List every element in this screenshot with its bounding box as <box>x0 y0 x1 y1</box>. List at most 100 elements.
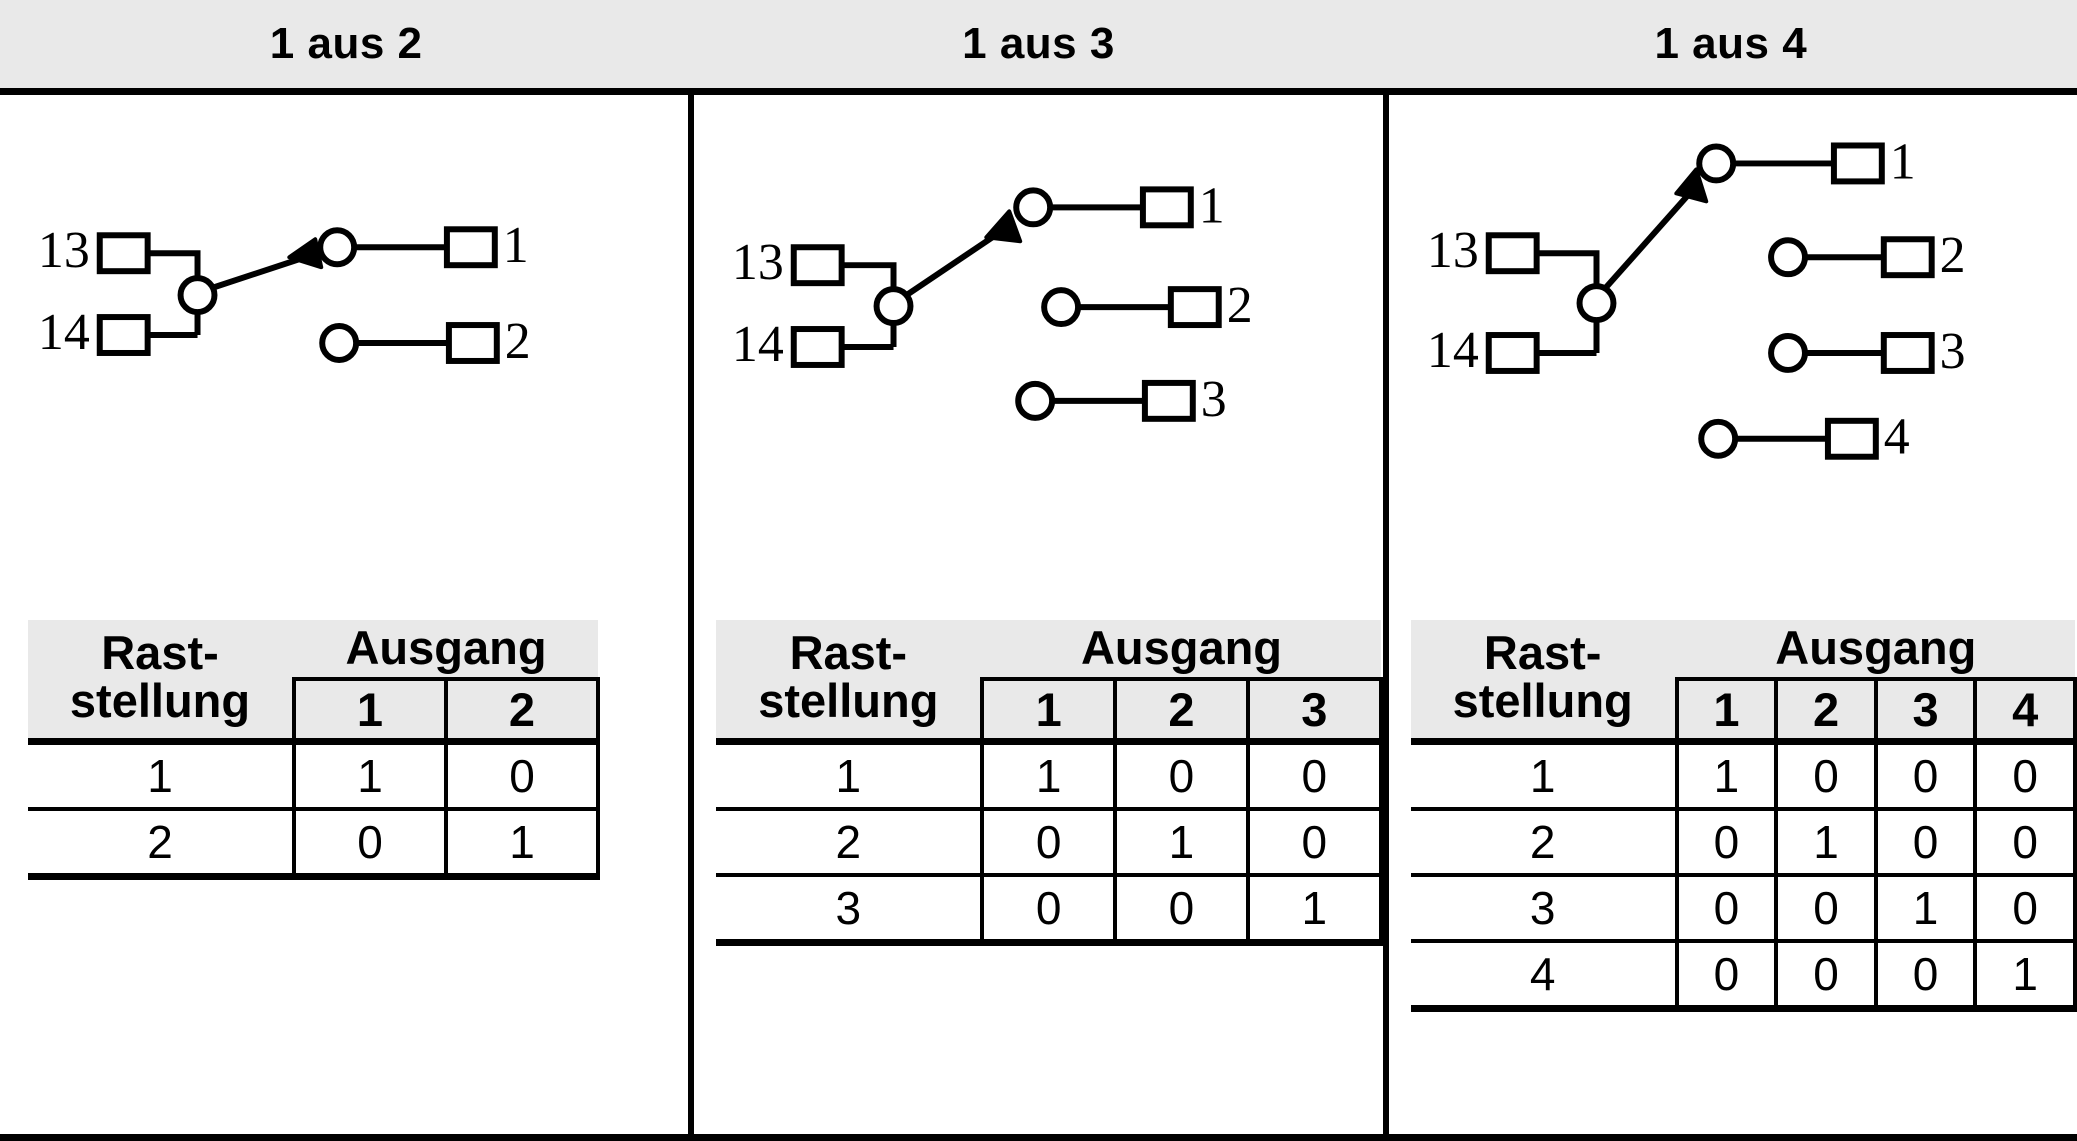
page-title-1: 1 aus 2 <box>269 19 423 68</box>
truth-table-1-aus-3: Rast- stellung Ausgang 1 2 3 1 1 0 0 <box>716 620 1383 946</box>
cell-output-1: 0 <box>980 872 1116 946</box>
output-square-1 <box>443 226 498 269</box>
truth-table-1-aus-4: Rast- stellung Ausgang 1 2 3 4 1 1 0 0 0 <box>1410 620 2077 1012</box>
table-header-row-columns: 1 2 3 4 <box>1411 677 2077 741</box>
output-label-1: 1 <box>503 217 529 274</box>
table-row: 2 0 1 0 0 <box>1410 806 2077 875</box>
row-header-line2: stellung <box>69 673 251 727</box>
output-contact-circle-3 <box>1015 380 1056 421</box>
panel-titles-band: 1 aus 2 1 aus 3 1 aus 4 <box>0 0 2077 88</box>
schematic-1-aus-3: 13 14 1 2 3 <box>694 95 1382 595</box>
cell-output-2: 0 <box>1774 938 1876 1012</box>
terminal-square-14 <box>96 314 151 356</box>
schematic-1-aus-2: 13 14 1 2 <box>0 95 688 595</box>
terminal-square-13 <box>96 232 151 275</box>
cell-position: 2 <box>28 806 294 880</box>
cell-output-4: 0 <box>1973 737 2077 809</box>
output-contact-circle-1 <box>1695 143 1736 184</box>
output-square-3 <box>1142 379 1197 422</box>
output-square-1 <box>1140 186 1195 229</box>
column-header-3: 3 <box>1873 677 1976 741</box>
page-title-2: 1 aus 3 <box>962 19 1115 68</box>
cell-position: 1 <box>28 737 294 809</box>
column-header-1: 1 <box>1674 677 1777 741</box>
output-contact-circle-2 <box>1041 287 1082 328</box>
table-header-row-top: Rast- stellung Ausgang <box>1410 620 2075 741</box>
column-header-1: 1 <box>980 677 1116 741</box>
row-header-line1: Rast- <box>1483 625 1602 679</box>
output-contact-circle-1 <box>317 227 358 268</box>
arrow-wiper-icon <box>984 209 1023 244</box>
cell-output-1: 0 <box>1674 938 1777 1012</box>
cell-output-2: 0 <box>1113 872 1248 946</box>
cell-output-2: 0 <box>1113 737 1248 809</box>
cell-output-2: 0 <box>444 737 600 809</box>
cell-output-1: 0 <box>292 806 446 880</box>
cell-position: 2 <box>716 806 983 875</box>
table-row: 2 0 1 <box>28 806 600 880</box>
group-header-ausgang: Ausgang <box>294 620 598 679</box>
cell-output-2: 1 <box>1774 806 1876 875</box>
column-header-2: 2 <box>444 677 600 741</box>
cell-output-2: 1 <box>1113 806 1248 875</box>
output-contact-circle-1 <box>1013 187 1054 228</box>
cell-output-4: 0 <box>1973 872 2077 941</box>
cell-output-1: 0 <box>980 806 1116 875</box>
truth-table-wrap-3: Rast- stellung Ausgang 1 2 3 4 1 1 0 0 0 <box>1410 620 2077 1012</box>
input-label-14: 14 <box>1427 322 1479 379</box>
group-header-ausgang: Ausgang <box>1676 620 2075 679</box>
header-divider-rule <box>0 88 2077 95</box>
input-label-14: 14 <box>38 304 90 361</box>
terminal-square-14 <box>791 326 845 368</box>
input-label-13: 13 <box>1427 222 1479 279</box>
row-header-raststellung: Rast- stellung <box>28 620 294 741</box>
cell-position: 3 <box>716 872 983 946</box>
panel-1-aus-2: 13 14 1 2 Rast- stellung Ausgang 1 2 <box>0 95 688 1134</box>
cell-output-3: 0 <box>1245 806 1383 875</box>
cell-output-4: 0 <box>1973 806 2077 875</box>
output-square-1 <box>1830 142 1885 185</box>
row-header-raststellung: Rast- stellung <box>1410 620 1677 741</box>
truth-table-wrap-2: Rast- stellung Ausgang 1 2 3 1 1 0 0 <box>716 620 1383 946</box>
terminal-square-14 <box>1485 332 1540 374</box>
row-header-raststellung: Rast- stellung <box>716 620 983 741</box>
cell-output-2: 0 <box>1774 872 1876 941</box>
panel-title-cell-2: 1 aus 3 <box>692 0 1384 88</box>
row-header-line1: Rast- <box>789 625 908 679</box>
output-label-1: 1 <box>1199 177 1225 234</box>
cell-position: 1 <box>716 737 983 809</box>
table-header-row-top: Rast- stellung Ausgang <box>28 620 598 741</box>
output-square-2 <box>1880 236 1935 279</box>
cell-output-1: 1 <box>980 737 1116 809</box>
cell-output-1: 1 <box>292 737 446 809</box>
table-row: 3 0 0 1 <box>716 872 1383 946</box>
column-header-2: 2 <box>1113 677 1248 741</box>
row-header-line2: stellung <box>758 673 939 727</box>
cell-position: 2 <box>1410 806 1677 875</box>
table-header-row-columns: 1 2 3 <box>716 677 1383 741</box>
cell-output-1: 1 <box>1674 737 1777 809</box>
input-label-13: 13 <box>38 222 90 279</box>
row-header-line1: Rast- <box>101 625 219 679</box>
table-header-row-top: Rast- stellung Ausgang <box>716 620 1381 741</box>
output-square-3 <box>1880 332 1935 374</box>
cell-output-3: 0 <box>1873 938 1976 1012</box>
output-label-2: 2 <box>505 313 531 370</box>
output-label-3: 3 <box>1201 371 1227 428</box>
output-contact-circle-3 <box>1767 333 1808 373</box>
input-label-13: 13 <box>732 234 784 291</box>
cell-output-1: 0 <box>1674 806 1777 875</box>
panels-container: 13 14 1 2 Rast- stellung Ausgang 1 2 <box>0 95 2077 1134</box>
wiper-arm-line <box>1601 179 1703 292</box>
truth-table-wrap-1: Rast- stellung Ausgang 1 2 1 1 0 2 0 <box>28 620 600 880</box>
arrow-wiper-icon <box>1673 167 1708 204</box>
table-row: 4 0 0 0 1 <box>1410 938 2077 1012</box>
table-row: 3 0 0 1 0 <box>1410 872 2077 941</box>
output-square-4 <box>1824 417 1879 460</box>
output-square-2 <box>1168 286 1223 329</box>
output-contact-circle-2 <box>319 323 360 363</box>
input-label-14: 14 <box>732 316 784 373</box>
cell-position: 1 <box>1410 737 1677 809</box>
cell-output-1: 0 <box>1674 872 1777 941</box>
terminal-square-13 <box>791 244 845 287</box>
